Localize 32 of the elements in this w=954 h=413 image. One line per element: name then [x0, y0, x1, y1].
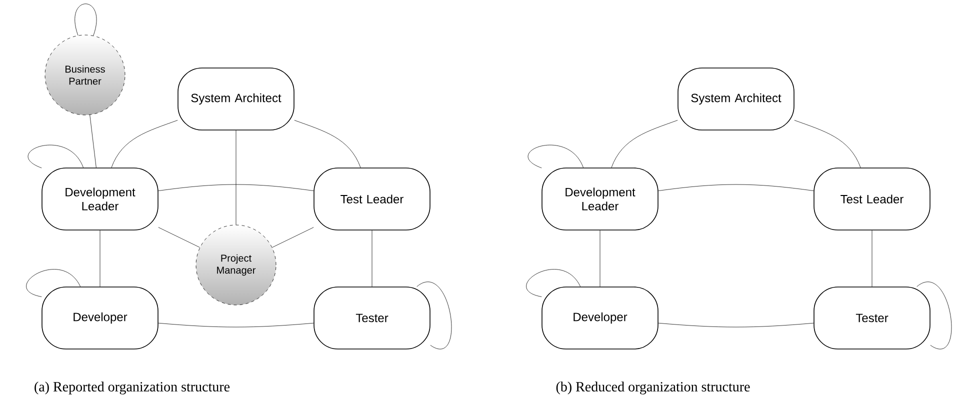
connector-line — [90, 114, 96, 168]
connector-line — [916, 282, 952, 350]
rounded-box: Development Leader — [542, 168, 658, 230]
connector-line — [158, 322, 314, 328]
rounded-box: Developer — [42, 286, 158, 350]
connector-line — [294, 120, 361, 168]
connector-line — [272, 227, 314, 248]
rounded-box: Tester — [314, 286, 430, 350]
subfigure-caption: (b) Reduced organization structure — [556, 382, 750, 394]
connector-line — [111, 120, 178, 168]
connector-line — [611, 120, 678, 168]
connector-line — [658, 184, 814, 191]
connector-line — [26, 269, 81, 297]
dashed-circle-node: Business Partner — [44, 34, 126, 116]
connector-line — [528, 144, 584, 168]
connector-line — [794, 120, 861, 168]
connector-line — [158, 227, 200, 248]
subfigure-caption: (a) Reported organization structure — [34, 382, 230, 394]
rounded-box: Test Leader — [814, 168, 930, 230]
connector-line — [28, 144, 84, 168]
rounded-box: Development Leader — [42, 168, 158, 230]
rounded-box: System Architect — [678, 68, 794, 130]
connector-line — [658, 322, 814, 328]
rounded-box: Developer — [542, 286, 658, 350]
connector-line — [158, 184, 314, 191]
dashed-circle-node: Project Manager — [196, 224, 276, 306]
connector-line — [74, 4, 97, 36]
connector-line — [416, 282, 452, 350]
connector-line — [526, 269, 581, 297]
rounded-box: Test Leader — [314, 168, 430, 230]
rounded-box: System Architect — [178, 68, 294, 130]
rounded-box: Tester — [814, 286, 930, 350]
